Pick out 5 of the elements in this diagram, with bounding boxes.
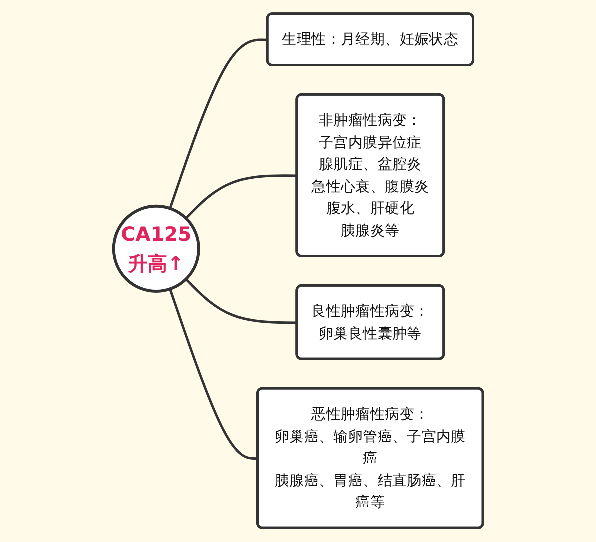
node-circle: CA125 升高↑ bbox=[112, 204, 200, 293]
connector bbox=[168, 38, 268, 210]
connector bbox=[184, 278, 297, 324]
connector bbox=[184, 174, 297, 220]
connector bbox=[168, 288, 258, 460]
